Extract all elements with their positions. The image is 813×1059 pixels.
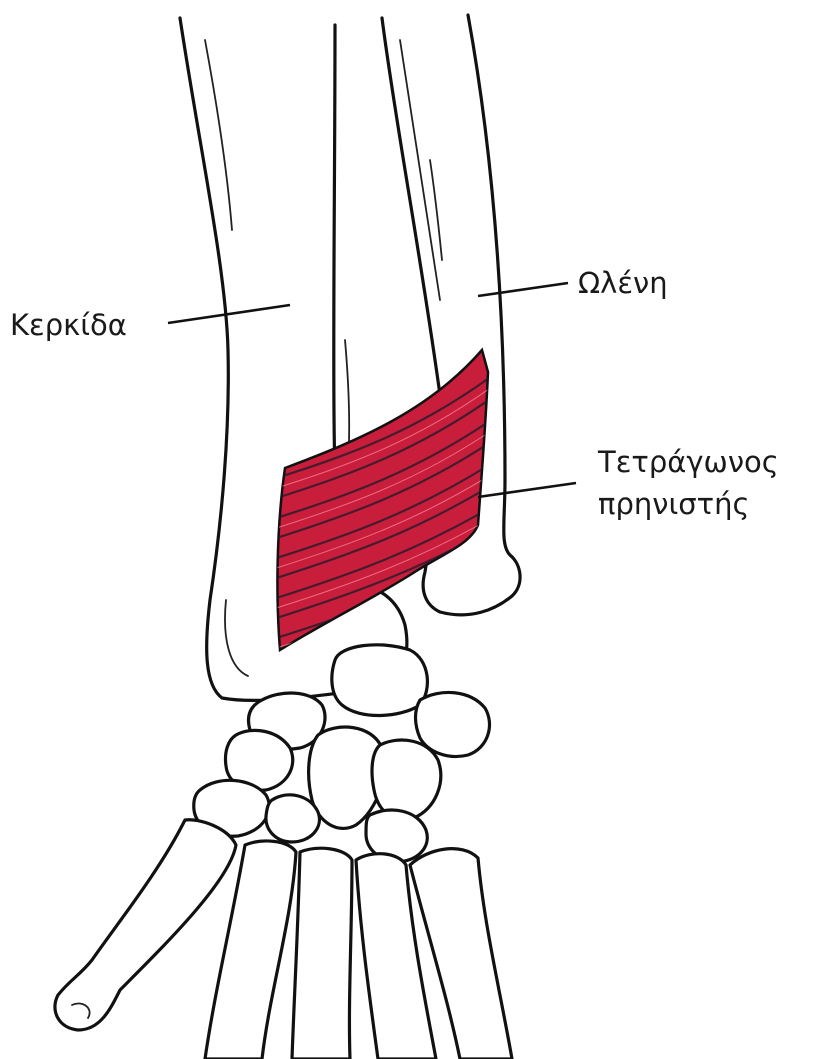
ulna-label: Ωλένη	[578, 266, 668, 300]
muscle-label-line2: πρηνιστής	[598, 487, 750, 521]
metacarpal-bones	[55, 820, 512, 1059]
radius-label: Κερκίδα	[10, 308, 127, 342]
muscle-label-line1: Τετράγωνος	[597, 445, 779, 479]
